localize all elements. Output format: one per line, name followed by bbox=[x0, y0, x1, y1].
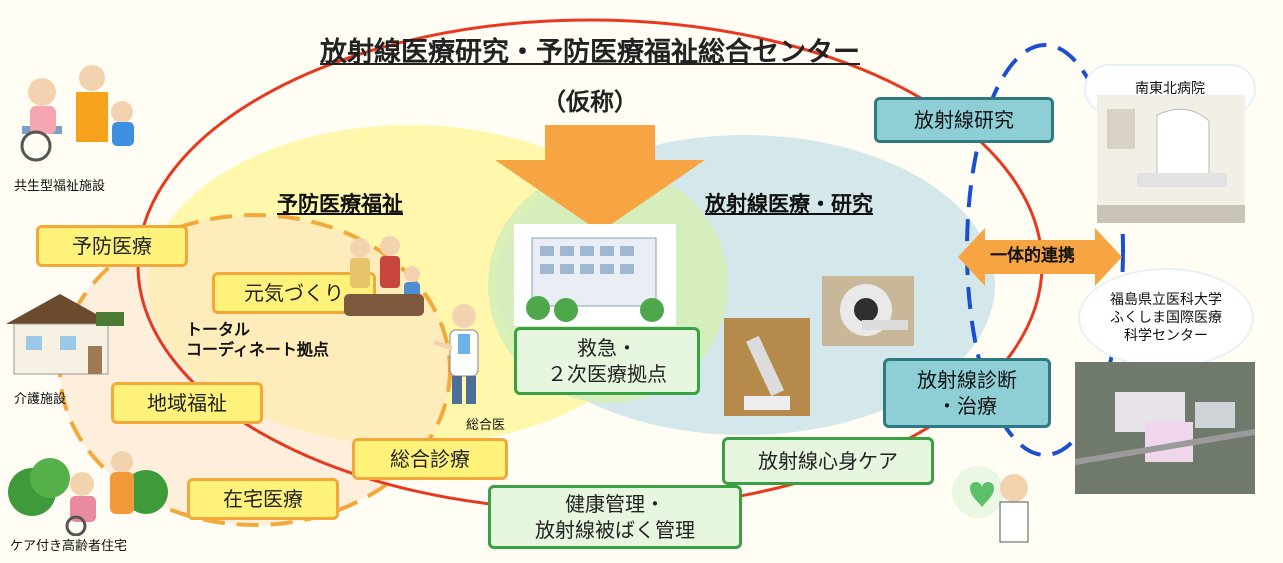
link-double-arrow bbox=[958, 228, 1122, 286]
caregiver-illustration bbox=[8, 451, 168, 536]
down-arrow bbox=[495, 125, 705, 232]
box-kyuukyuu-line1: 救急・ bbox=[577, 336, 637, 360]
robot-arm-photo bbox=[724, 318, 810, 416]
family-illustration bbox=[344, 236, 424, 316]
bubble-fukushima: 福島県立医科大学 ふくしま国際医療 科学センター bbox=[1080, 270, 1252, 366]
facility-kaigo: 介護施設 bbox=[14, 392, 67, 407]
box-kenkou-line2: 放射線被ばく管理 bbox=[535, 518, 695, 542]
renkei-label: 一体的連携 bbox=[990, 246, 1075, 266]
fukushima-line1: 福島県立医科大学 bbox=[1110, 291, 1222, 308]
box-kyuukyuu: 救急・ ２次医療拠点 bbox=[514, 327, 700, 395]
radiation-section-title: 放射線医療・研究 bbox=[705, 192, 873, 216]
page-title: 放射線医療研究・予防医療福祉総合センター bbox=[320, 37, 860, 68]
prevention-section-title: 予防医療福祉 bbox=[277, 192, 403, 216]
partner-dashed-ellipse bbox=[965, 43, 1125, 457]
total-coordinate-line2: コーディネート拠点 bbox=[186, 340, 329, 359]
doctor-caption: 総合医 bbox=[466, 418, 506, 433]
linac-photo bbox=[1097, 95, 1245, 223]
box-shindan-line2: ・治療 bbox=[937, 394, 997, 418]
box-sougou-shinryou: 総合診療 bbox=[352, 438, 508, 480]
total-coordinate-line1: トータル bbox=[186, 320, 251, 339]
elderly-family-illustration bbox=[20, 65, 134, 162]
box-kenkou: 健康管理・ 放射線被ばく管理 bbox=[488, 485, 742, 549]
ct-scanner-photo bbox=[822, 276, 914, 346]
aerial-photo bbox=[1075, 362, 1255, 494]
box-shinshin: 放射線心身ケア bbox=[722, 437, 934, 485]
box-shindan: 放射線診断 ・治療 bbox=[883, 358, 1051, 428]
doctor-illustration bbox=[433, 304, 479, 404]
box-shindan-line1: 放射線診断 bbox=[917, 368, 1017, 392]
box-kyuukyuu-line2: ２次医療拠点 bbox=[547, 362, 667, 386]
total-coordinate-label: トータル コーディネート拠点 bbox=[186, 320, 329, 360]
box-zaitaku: 在宅医療 bbox=[187, 478, 339, 520]
page-subtitle: （仮称） bbox=[542, 88, 638, 116]
box-chiiki: 地域福祉 bbox=[111, 382, 263, 424]
care-house-illustration bbox=[6, 294, 124, 375]
fukushima-line2: ふくしま国際医療 bbox=[1110, 309, 1222, 326]
box-yobou: 予防医療 bbox=[36, 225, 188, 267]
box-kenkyuu: 放射線研究 bbox=[874, 97, 1054, 143]
facility-care-jutaku: ケア付き高齢者住宅 bbox=[10, 539, 128, 554]
fukushima-line3: 科学センター bbox=[1124, 328, 1208, 345]
heart-person-illustration bbox=[952, 466, 1029, 543]
facility-kyousei: 共生型福祉施設 bbox=[14, 179, 106, 194]
box-kenkou-line1: 健康管理・ bbox=[565, 492, 665, 516]
hospital-illustration bbox=[514, 224, 676, 326]
